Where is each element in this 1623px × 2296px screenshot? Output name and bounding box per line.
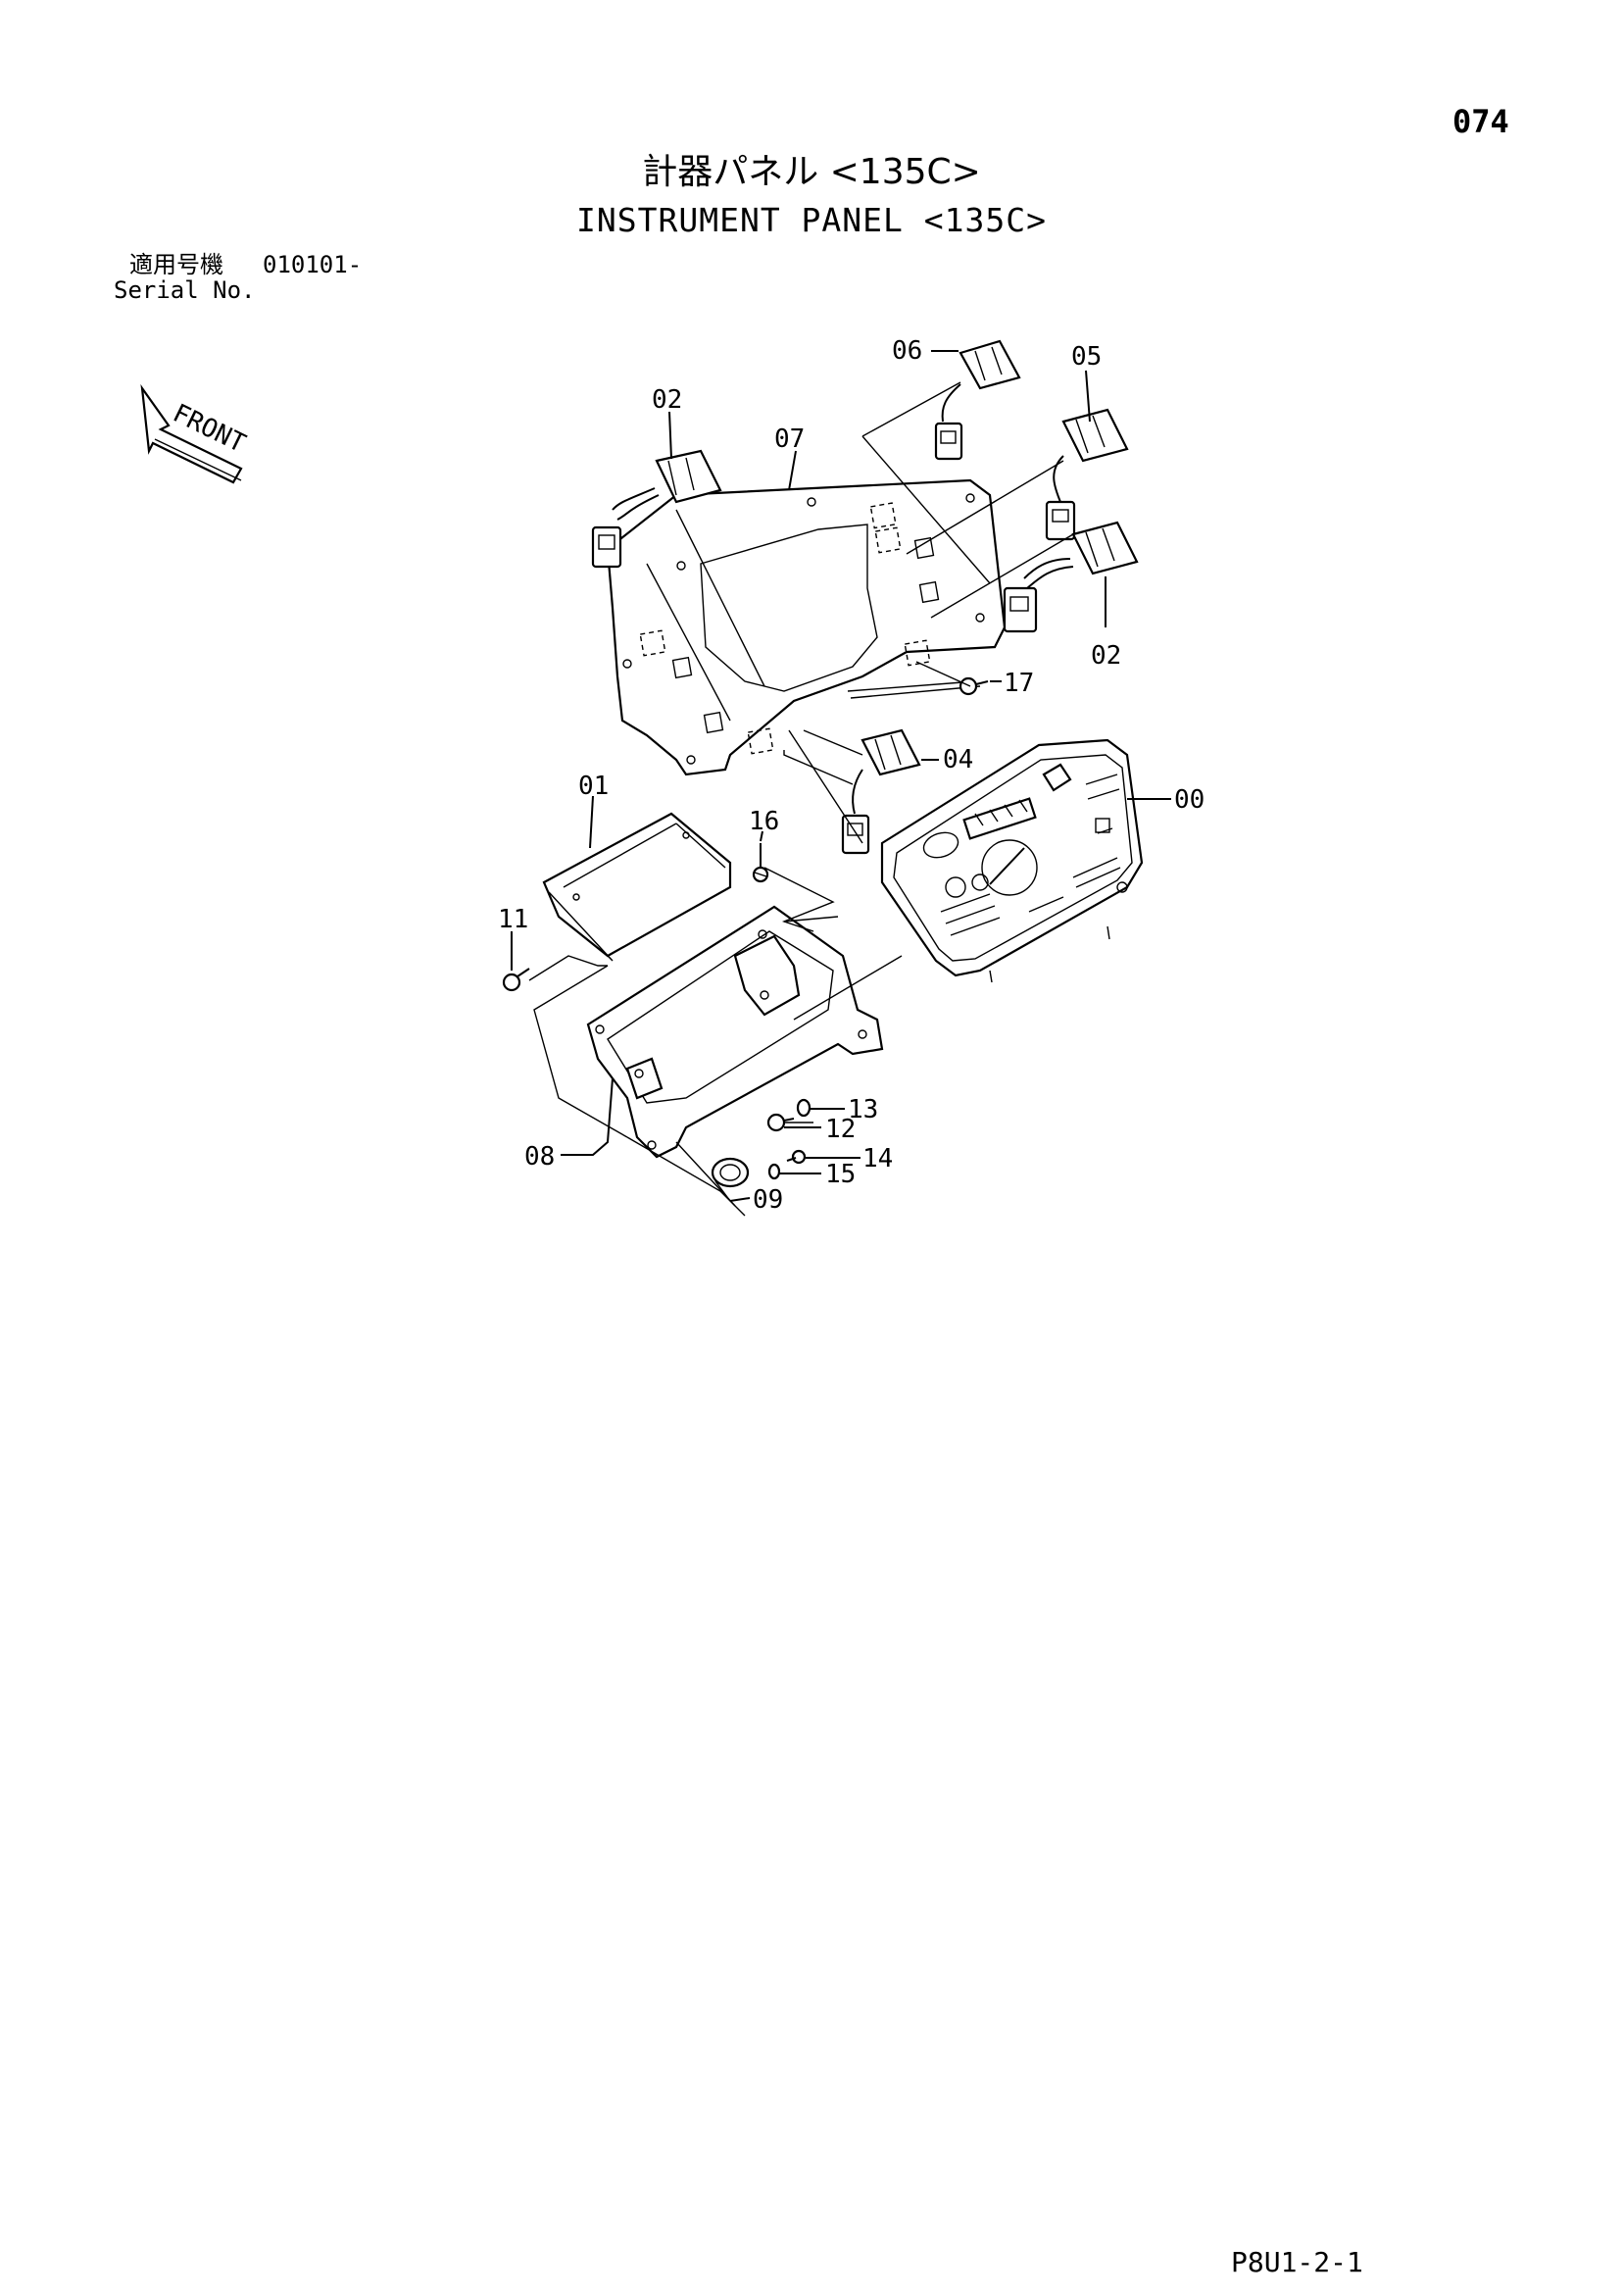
- part-01-controller: [542, 812, 732, 962]
- connector-02-right: [1003, 521, 1139, 633]
- callout-13: 13: [848, 1095, 878, 1124]
- callout-14: 14: [862, 1144, 893, 1173]
- serial-label-english: Serial No.: [114, 276, 256, 304]
- part-08-bracket: [586, 905, 884, 1159]
- part-17-bolt: [959, 676, 989, 696]
- callout-12: 12: [825, 1115, 856, 1144]
- callout-00: 00: [1174, 785, 1205, 815]
- callout-06: 06: [892, 336, 922, 366]
- callout-02-right: 02: [1091, 641, 1121, 671]
- part-07-frame: [606, 478, 1007, 776]
- part-15-washer: [767, 1163, 781, 1180]
- callout-02-left: 02: [652, 385, 682, 415]
- page-code: P8U1-2-1: [1231, 2246, 1363, 2278]
- part-11-bolt: [502, 968, 530, 992]
- callout-labels: 06 05 02 07 02 17 04 00 01 16 11 13 12 1…: [498, 336, 1205, 1215]
- callout-07: 07: [774, 424, 805, 454]
- callout-15: 15: [825, 1160, 856, 1189]
- page-number: 074: [1452, 103, 1509, 140]
- connector-02-left: [591, 449, 722, 569]
- serial-range: 010101-: [263, 251, 363, 278]
- callout-09: 09: [753, 1185, 783, 1215]
- part-09-buzzer: [711, 1157, 750, 1202]
- part-00-instrument-panel: [880, 738, 1144, 983]
- callout-17: 17: [1004, 669, 1034, 698]
- callout-08: 08: [524, 1142, 555, 1172]
- callout-11: 11: [498, 905, 528, 934]
- title-english: INSTRUMENT PANEL <135C>: [576, 201, 1047, 239]
- part-14-screw: [786, 1149, 807, 1165]
- front-arrow-icon: FRONT: [140, 383, 250, 484]
- callout-16: 16: [749, 807, 779, 836]
- connector-04: [841, 728, 921, 855]
- assembly-lines: [528, 381, 1074, 1217]
- title-japanese: 計器パネル <135C>: [642, 152, 981, 192]
- leader-lines: [511, 350, 1171, 1202]
- callout-05: 05: [1071, 342, 1102, 372]
- connector-06: [934, 339, 1021, 461]
- callout-04: 04: [943, 745, 973, 774]
- serial-label-japanese: 適用号機: [129, 251, 223, 278]
- part-16-bolt: [752, 843, 769, 883]
- part-13-washer: [796, 1098, 812, 1118]
- callout-01: 01: [578, 772, 609, 801]
- connector-05: [1045, 408, 1129, 541]
